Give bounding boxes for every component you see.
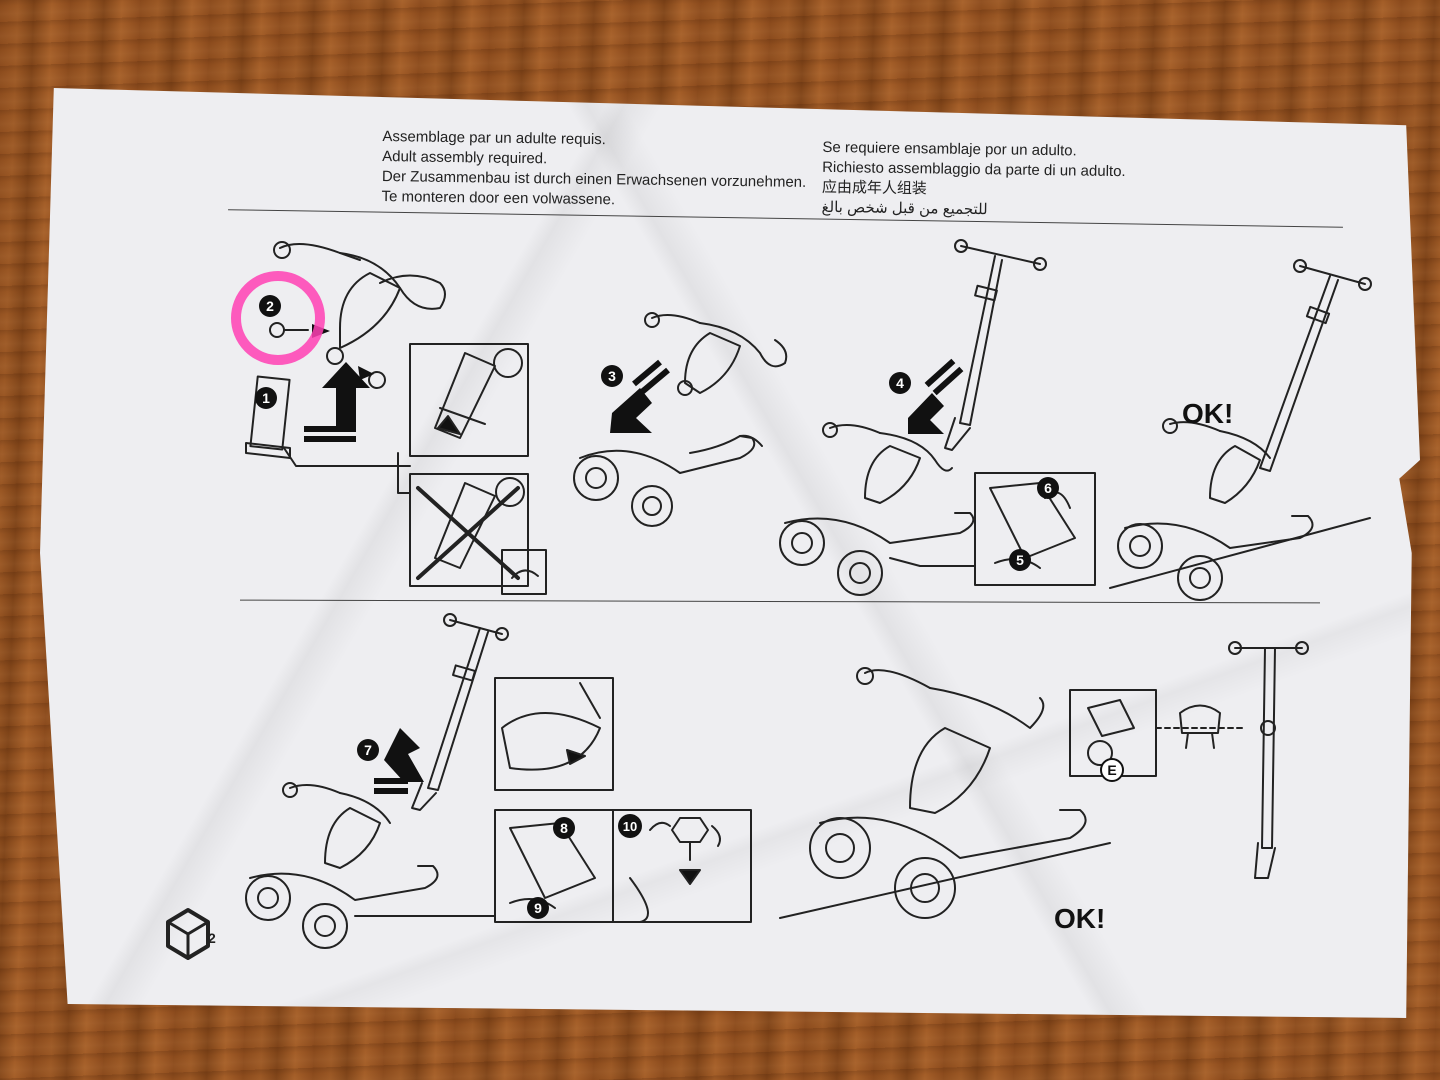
handlebar-step7 bbox=[411, 613, 509, 811]
svg-text:8: 8 bbox=[560, 820, 568, 836]
arrow-bolt-step2 bbox=[358, 366, 374, 380]
detail-lock-part-2 bbox=[509, 822, 596, 909]
step-badge-e: E bbox=[1100, 758, 1124, 782]
detail-cap-part bbox=[1087, 699, 1135, 766]
svg-text:3: 3 bbox=[608, 368, 616, 384]
page-number: 2 bbox=[208, 930, 216, 946]
handlebar-folded bbox=[1228, 641, 1309, 879]
arrow-up-step1 bbox=[304, 362, 370, 442]
handlebar-step4 bbox=[944, 239, 1047, 451]
detail-correct-clip bbox=[434, 348, 523, 439]
svg-text:1: 1 bbox=[262, 390, 270, 406]
paper-creases bbox=[40, 88, 1420, 1018]
scooter-base-step3 bbox=[573, 434, 763, 527]
arrow-up-step7 bbox=[374, 728, 424, 794]
bolt-part-illustration bbox=[269, 322, 386, 389]
arrow-down-step3 bbox=[610, 359, 670, 433]
step-badge-4: 4 bbox=[889, 372, 911, 394]
step-badge-8: 8 bbox=[553, 817, 575, 839]
detail-box-wrong-inset bbox=[501, 549, 547, 595]
svg-text:10: 10 bbox=[623, 819, 637, 834]
svg-text:E: E bbox=[1107, 762, 1116, 778]
svg-text:5: 5 bbox=[1016, 552, 1024, 568]
cube-icon bbox=[166, 908, 210, 960]
step-badge-6: 6 bbox=[1037, 477, 1059, 499]
scooter-assembled-bottom bbox=[779, 667, 1111, 919]
scooter-assembled-top bbox=[1109, 259, 1372, 601]
step-badge-2: 2 bbox=[259, 295, 281, 317]
instruction-sheet: Assemblage par un adulte requis. Adult a… bbox=[40, 88, 1420, 1018]
scooter-step4 bbox=[779, 422, 975, 596]
svg-text:9: 9 bbox=[534, 900, 542, 916]
detail-box-lock bbox=[974, 472, 1096, 586]
step-badge-9: 9 bbox=[527, 897, 549, 919]
detail-box-wrong bbox=[409, 473, 529, 587]
wrong-inset-part bbox=[511, 569, 539, 579]
step-badge-3: 3 bbox=[601, 365, 623, 387]
scooter-step7 bbox=[245, 782, 439, 949]
svg-text:2: 2 bbox=[266, 298, 274, 314]
detail-wrong-clip bbox=[416, 477, 525, 580]
pink-marker-circle bbox=[231, 271, 325, 365]
connector-line bbox=[283, 447, 399, 467]
connector-line-lock bbox=[889, 557, 976, 567]
detail-bolt-part bbox=[629, 817, 721, 923]
detail-box-bolt bbox=[612, 809, 752, 923]
step-badge-1: 1 bbox=[255, 387, 277, 409]
step-badge-10: 10 bbox=[618, 814, 642, 838]
arrow-down-step4 bbox=[908, 358, 964, 434]
detail-box-fold bbox=[494, 677, 614, 791]
detail-box-correct bbox=[409, 343, 529, 457]
assembly-illustrations: 1 2 3 4 5 6 7 bbox=[166, 239, 1372, 960]
svg-text:7: 7 bbox=[364, 742, 372, 758]
svg-text:4: 4 bbox=[896, 375, 904, 391]
step-badge-7: 7 bbox=[357, 739, 379, 761]
cap-part bbox=[1179, 704, 1221, 749]
step-badge-5: 5 bbox=[1009, 549, 1031, 571]
detail-fold-part bbox=[501, 682, 601, 771]
seat-assembly-illustration bbox=[273, 241, 446, 365]
svg-text:6: 6 bbox=[1044, 480, 1052, 496]
ok-label-top: OK! bbox=[1182, 398, 1234, 429]
ok-label-bottom: OK! bbox=[1054, 903, 1106, 934]
seat-frame-step3 bbox=[644, 312, 788, 396]
connector-bracket bbox=[397, 452, 411, 494]
